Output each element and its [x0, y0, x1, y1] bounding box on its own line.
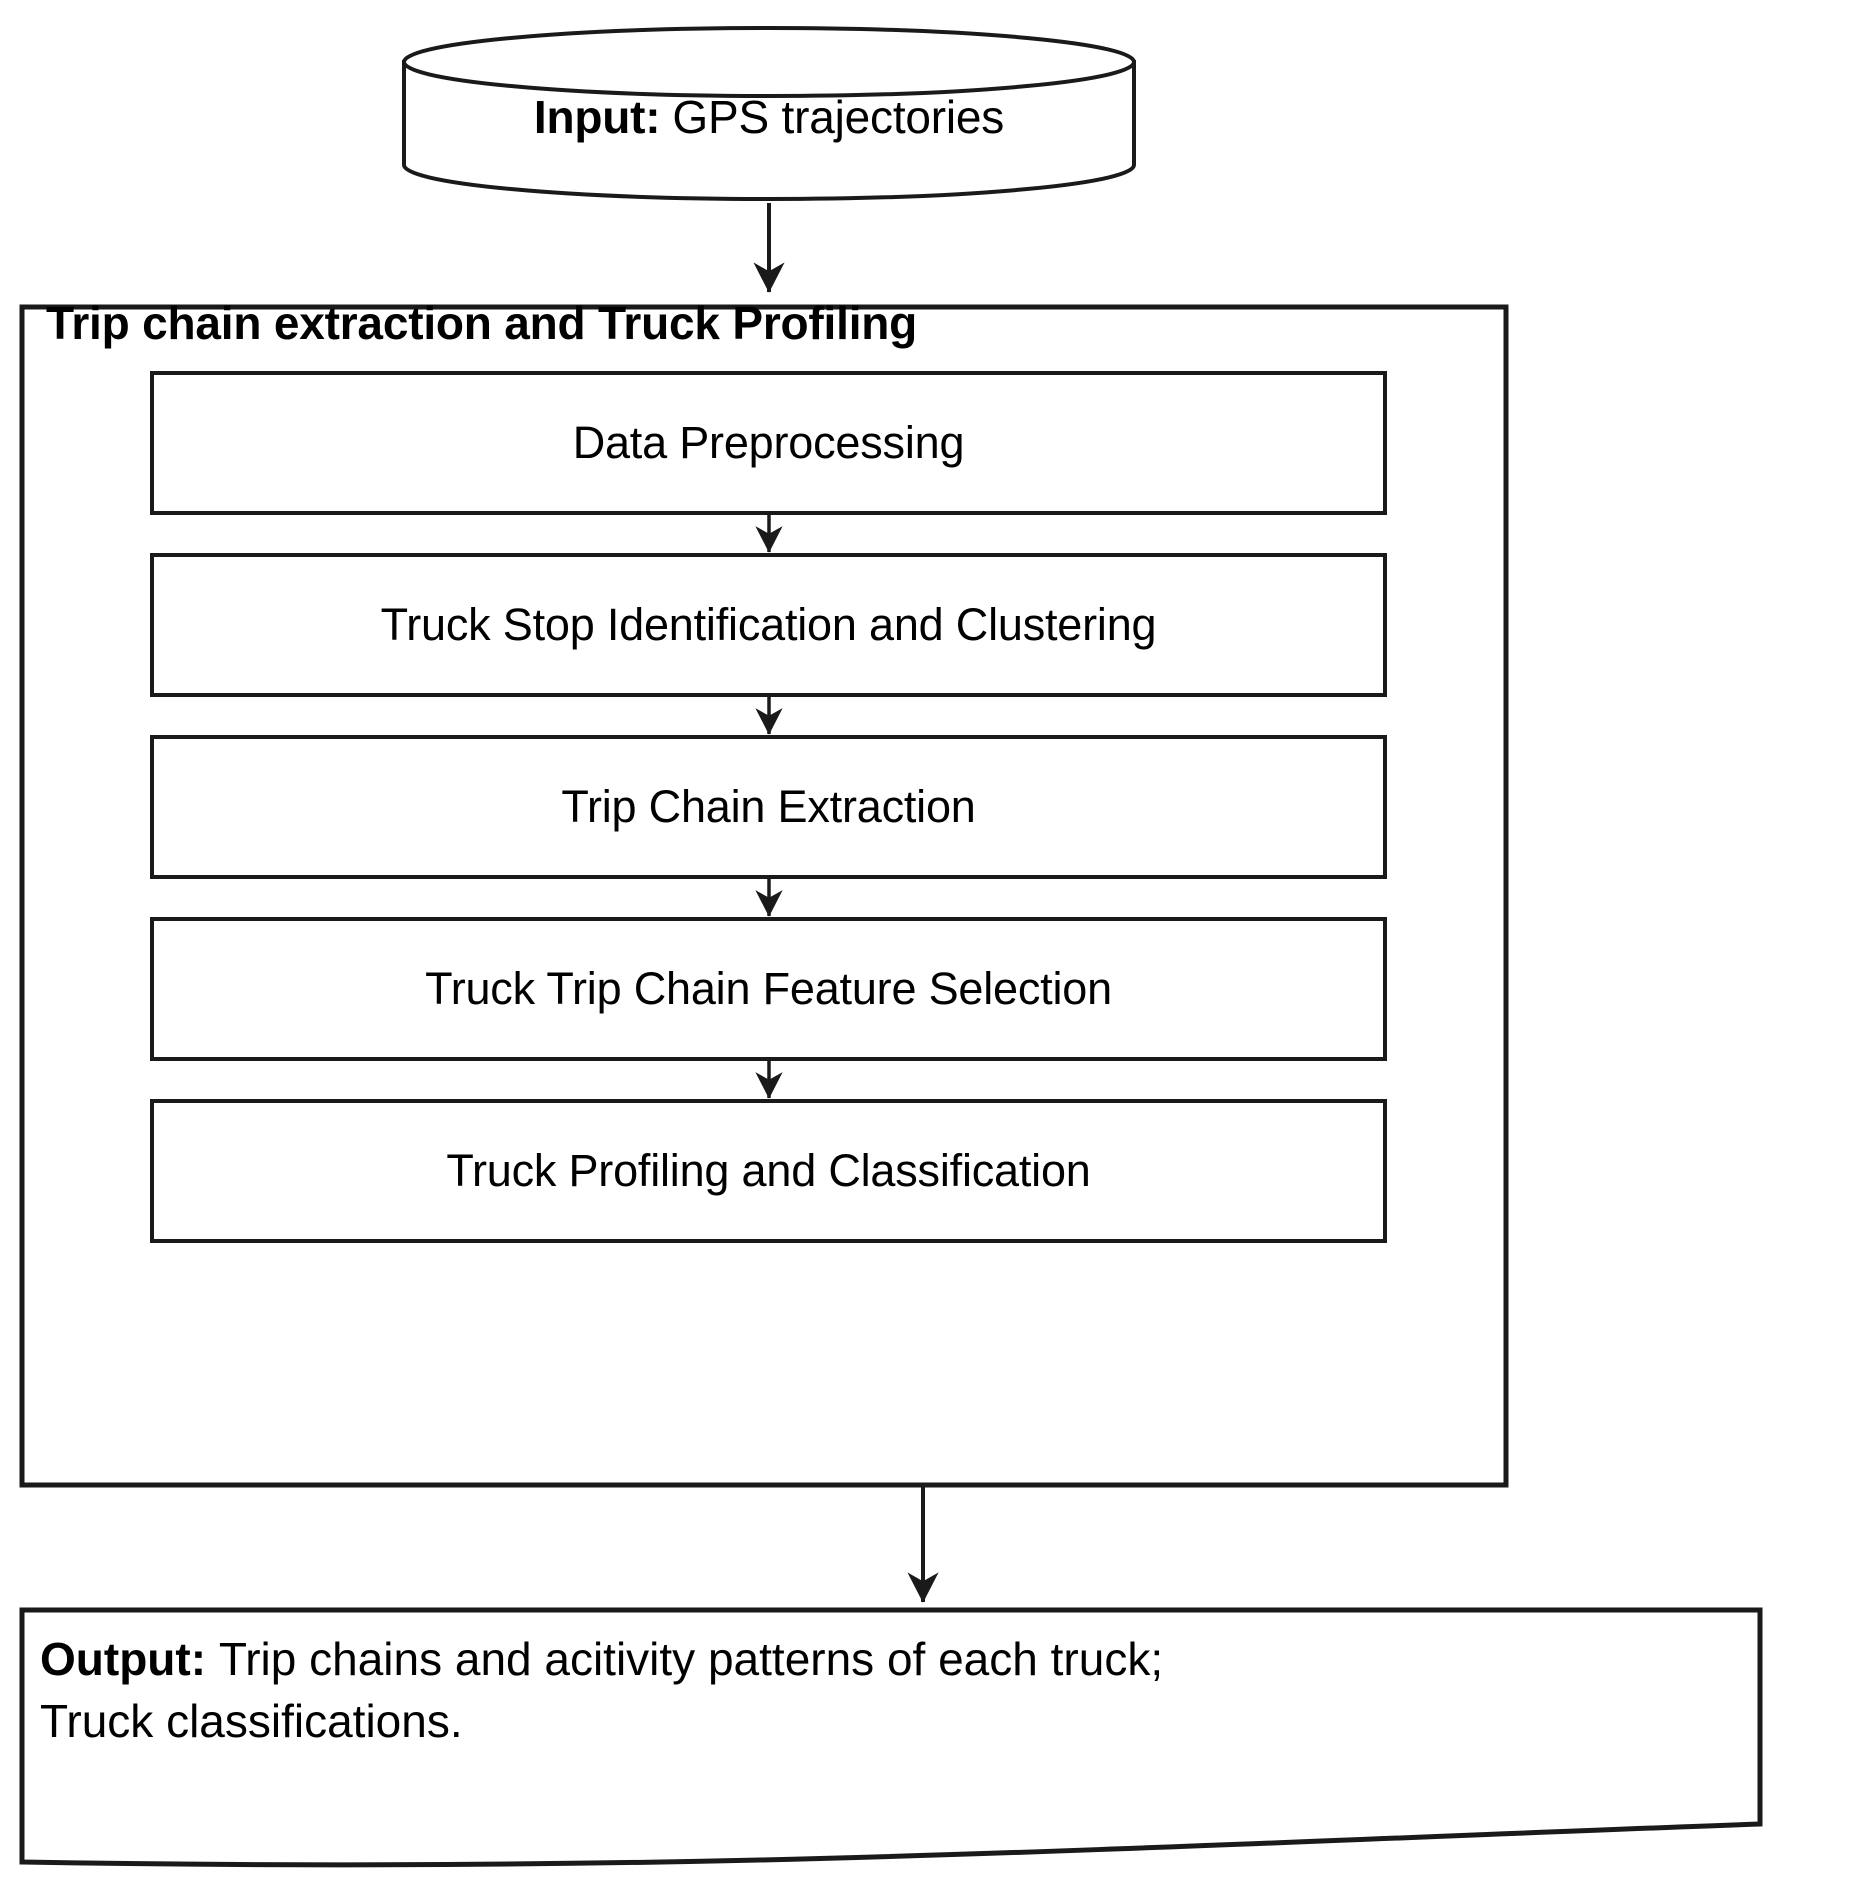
input-node-label: Input: GPS trajectories — [404, 80, 1134, 154]
step-box-2-label: Truck Stop Identification and Clustering — [380, 599, 1157, 651]
output-node-label: Output: Trip chains and acitivity patter… — [40, 1628, 1740, 1752]
step-box-4-rect — [150, 917, 1387, 1061]
output-document-shape — [19, 1607, 1763, 1868]
output-line-2: Truck classifications. — [40, 1695, 463, 1748]
step-box-1-rect — [150, 371, 1387, 515]
step-box-1-label: Data Preprocessing — [572, 417, 965, 469]
output-line-1: Trip chains and acitivity patterns of ea… — [218, 1633, 1164, 1685]
input-prefix: Input: — [533, 90, 661, 143]
step-box-3-rect — [150, 735, 1387, 879]
step-box-5-label: Truck Profiling and Classification — [446, 1145, 1091, 1197]
step-box-4-label: Truck Trip Chain Feature Selection — [425, 963, 1112, 1015]
step-box-5-rect — [150, 1099, 1387, 1243]
output-prefix: Output: — [40, 1633, 219, 1685]
step-box-3-label: Trip Chain Extraction — [561, 781, 976, 833]
input-cylinder-shape — [402, 26, 1136, 201]
step-box-2-rect — [150, 553, 1387, 697]
container-title: Trip chain extraction and Truck Profilin… — [46, 296, 918, 349]
input-text: GPS trajectories — [672, 90, 1005, 143]
